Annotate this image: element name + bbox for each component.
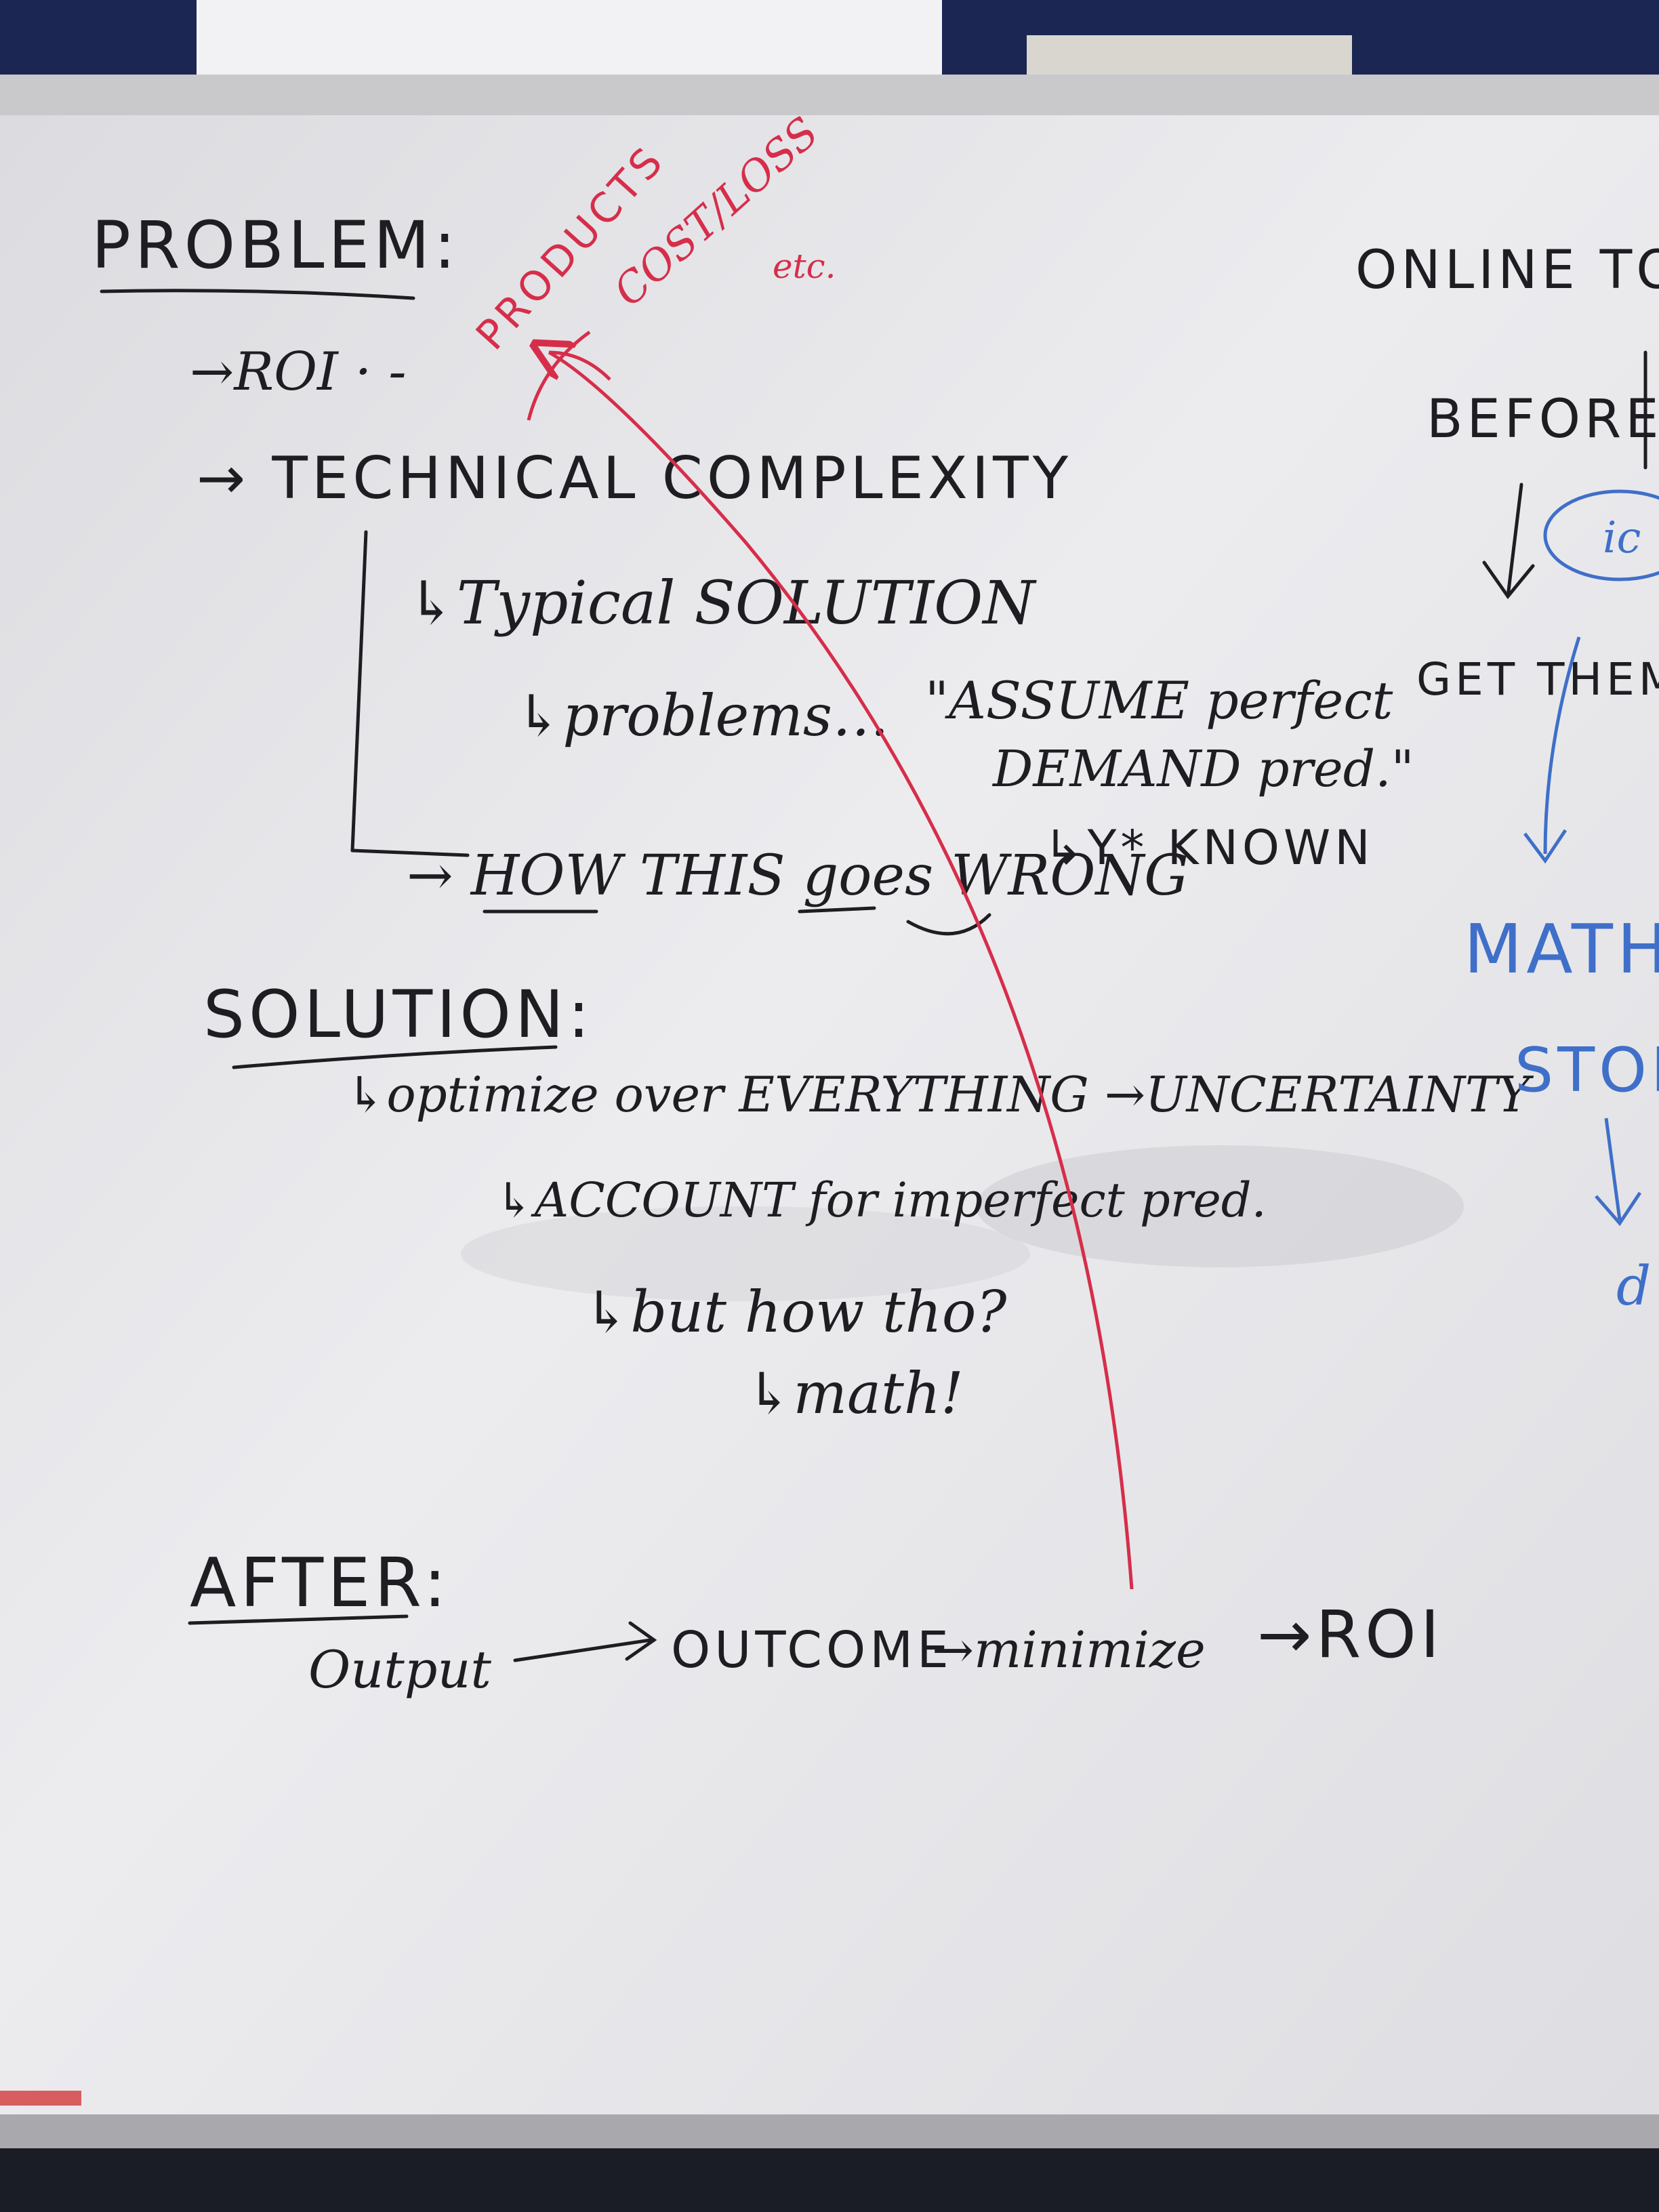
optimize-line: ↳optimize over EVERYTHING →UNCERTAINTY bbox=[346, 1066, 1534, 1123]
red-etc-note: etc. bbox=[773, 247, 836, 286]
typical-solution-line: ↳Typical SOLUTION bbox=[407, 568, 1037, 638]
blue-lower-arrow bbox=[1595, 1118, 1642, 1227]
math-line: ↳math! bbox=[745, 1360, 964, 1427]
online-to-heading: ONLINE TO bbox=[1355, 240, 1659, 301]
blue-circle bbox=[1543, 489, 1659, 581]
erased-smudge bbox=[976, 1145, 1464, 1267]
but-how-line: ↳but how tho? bbox=[583, 1279, 1007, 1345]
problems-line: ↳problems… bbox=[515, 682, 889, 749]
after-minimize: →minimize bbox=[932, 1621, 1206, 1679]
red-curved-arrow bbox=[549, 352, 1134, 1590]
solution-heading: SOLUTION: bbox=[203, 977, 594, 1052]
roi-item: →ROI · - bbox=[190, 342, 407, 403]
before-down-arrow bbox=[1482, 483, 1535, 600]
after-roi: →ROI bbox=[1257, 1597, 1443, 1673]
blue-d-text: d bbox=[1616, 1254, 1651, 1317]
assume-quote-line-2: DEMAND pred." bbox=[991, 740, 1414, 798]
solution-underline bbox=[232, 1045, 558, 1069]
y-known-line: ↳Y* KNOWN bbox=[1044, 820, 1374, 876]
circle-text: ic bbox=[1603, 513, 1641, 563]
get-them-line: GET THEM - bbox=[1416, 653, 1659, 705]
erased-smudge bbox=[461, 1206, 1030, 1301]
how-wrong-underline-2 bbox=[798, 906, 876, 914]
blue-story-text: STORY bbox=[1515, 1035, 1659, 1106]
after-underline bbox=[188, 1614, 409, 1625]
board-bottom-edge bbox=[0, 2114, 1659, 2148]
how-this-goes-wrong-line: → HOW THIS goes WRONG bbox=[407, 844, 1189, 908]
problem-heading: PROBLEM: bbox=[91, 207, 459, 283]
account-line: ↳ACCOUNT for imperfect pred. bbox=[495, 1172, 1267, 1228]
blue-down-arrow bbox=[1523, 636, 1581, 864]
red-arrowhead bbox=[527, 330, 611, 421]
before-heading: BEFORE bbox=[1427, 389, 1659, 450]
technical-complexity-item: → TECHNICAL COMPLEXITY bbox=[197, 445, 1072, 512]
floor-shadow bbox=[0, 2148, 1659, 2212]
assume-quote-line-1: "ASSUME perfect bbox=[925, 670, 1393, 731]
after-outcome: OUTCOME bbox=[671, 1621, 953, 1679]
problem-underline bbox=[100, 289, 415, 300]
after-heading: AFTER: bbox=[190, 1543, 451, 1622]
corner-logo bbox=[0, 2091, 81, 2106]
how-wrong-underline-3 bbox=[906, 913, 991, 936]
after-output: Output bbox=[308, 1639, 491, 1700]
tree-branch-to-how bbox=[350, 848, 470, 857]
tree-vertical-line bbox=[350, 530, 368, 853]
output-to-outcome-arrow bbox=[513, 1621, 657, 1662]
whiteboard-surface bbox=[0, 115, 1659, 2114]
blue-math-text: MATH bbox=[1464, 909, 1659, 989]
